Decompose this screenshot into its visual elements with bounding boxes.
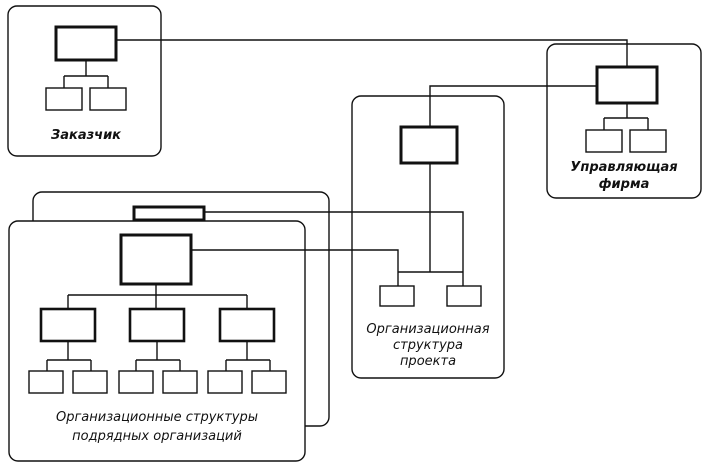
customer-head-box (54, 25, 118, 62)
management-sub-box-2 (629, 129, 667, 153)
contractors-leaf-2 (72, 370, 108, 394)
project-head-box (399, 125, 459, 165)
contractors-leaf-6 (251, 370, 287, 394)
management-frame (546, 43, 702, 199)
customer-panel (7, 5, 162, 157)
contractors-leaf-4 (162, 370, 198, 394)
management-panel (546, 43, 702, 199)
contractors-head-box (119, 233, 193, 286)
customer-tree-lines (63, 60, 109, 88)
project-sub-box-1 (379, 285, 415, 307)
customer-label: Заказчик (51, 128, 122, 143)
management-label-line2: фирма (599, 177, 650, 192)
customer-sub-box-1 (45, 87, 83, 111)
project-panel (351, 95, 505, 379)
project-label-line3: проекта (400, 354, 456, 369)
project-label-line2: структура (393, 338, 463, 353)
management-label-line1: Управляющая (570, 160, 677, 175)
contractors-tree-lines (67, 284, 248, 309)
project-tree-lines (397, 163, 464, 286)
connector-contractor-back-project (204, 211, 464, 272)
contractors-leaf-3 (118, 370, 154, 394)
contractors-subtree-1 (46, 341, 92, 371)
management-tree-lines (603, 103, 649, 130)
project-frame (351, 95, 505, 379)
contractors-label-line1: Организационные структуры (56, 410, 258, 425)
contractors-mid-box-3 (218, 307, 276, 343)
contractors-subtree-2 (135, 341, 181, 371)
contractors-mid-box-1 (39, 307, 97, 343)
connector-customer-management (116, 39, 628, 67)
customer-frame (7, 5, 162, 157)
contractors-mid-box-2 (128, 307, 186, 343)
management-sub-box-1 (585, 129, 623, 153)
customer-sub-box-2 (89, 87, 127, 111)
connector-project-management (429, 85, 597, 127)
project-label-line1: Организационная (366, 322, 489, 337)
contractors-label-line2: подрядных организаций (72, 429, 242, 444)
contractors-back-head-box (132, 205, 206, 222)
project-sub-box-2 (446, 285, 482, 307)
management-head-box (595, 65, 659, 105)
contractors-leaf-5 (207, 370, 243, 394)
connector-contractor-front-project (191, 249, 399, 272)
contractors-subtree-3 (225, 341, 271, 371)
contractors-leaf-1 (28, 370, 64, 394)
